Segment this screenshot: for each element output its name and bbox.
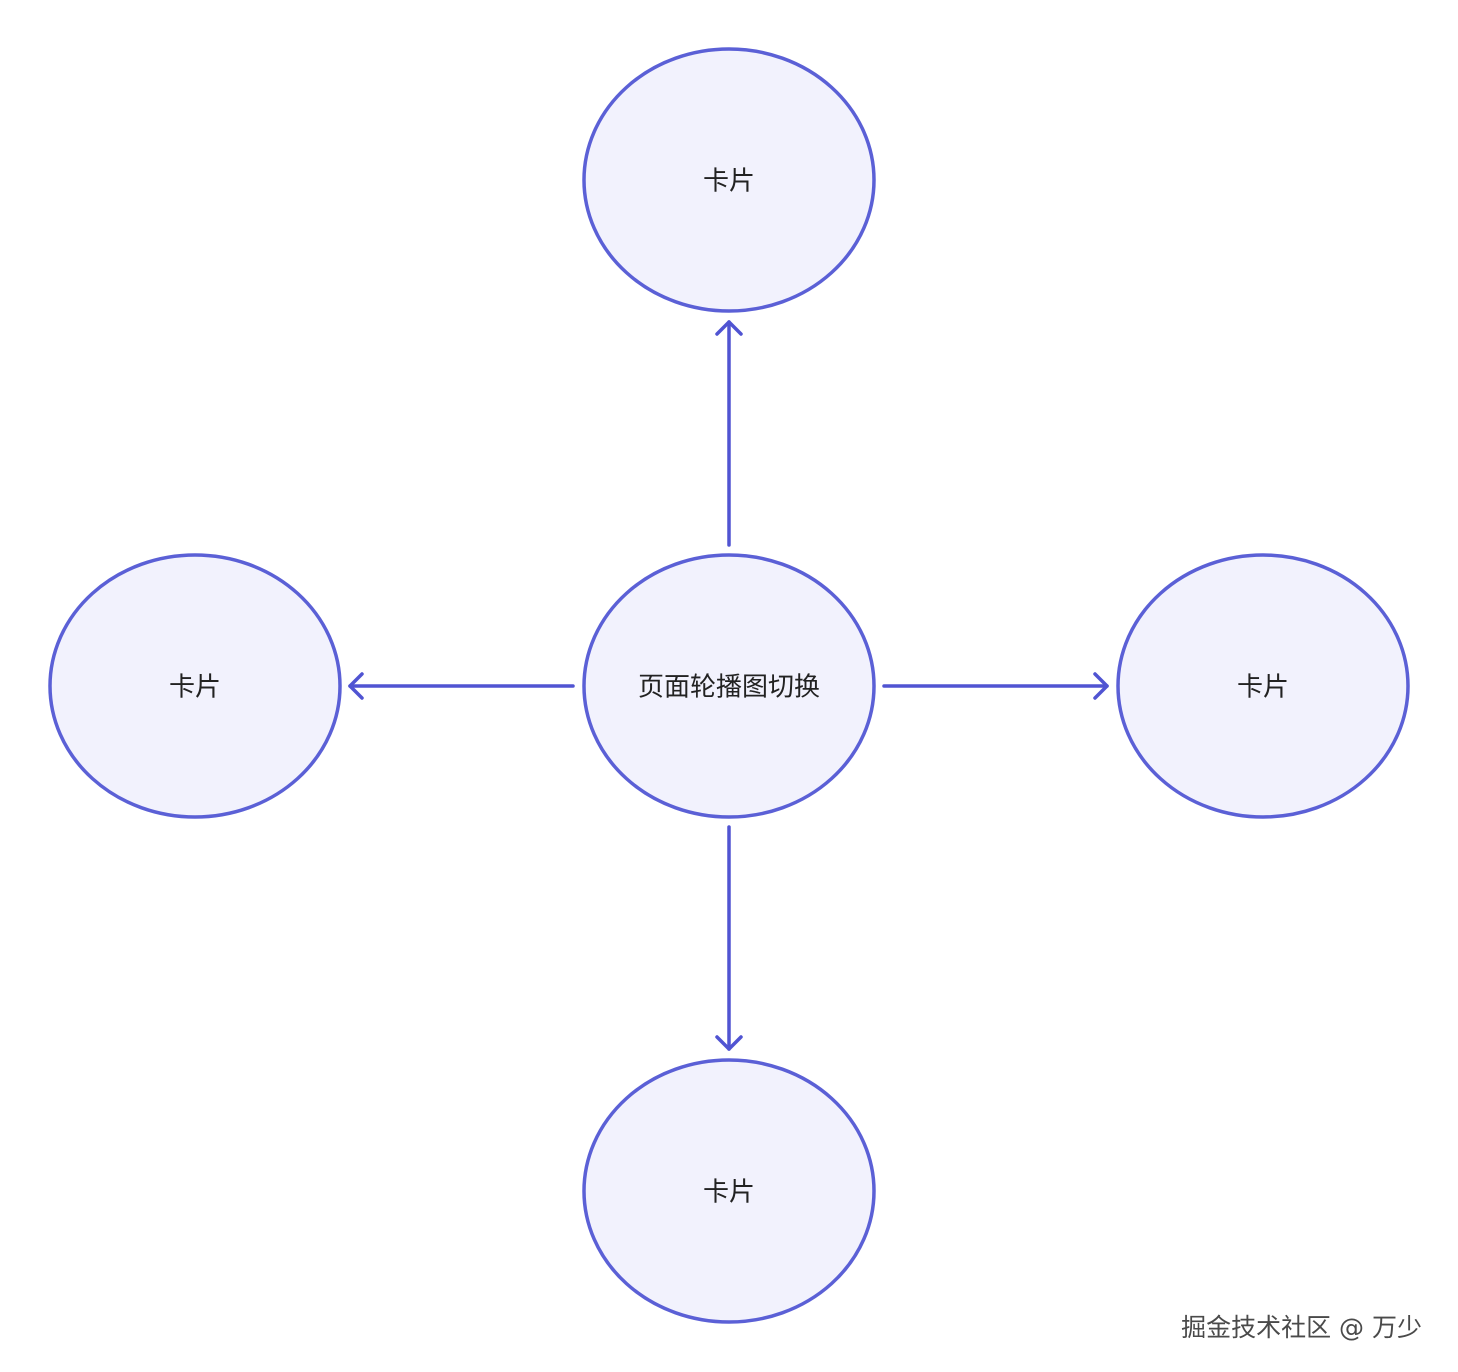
node-left: 卡片 — [48, 553, 342, 819]
edge-center-to-bottom — [715, 825, 743, 1051]
node-right: 卡片 — [1116, 553, 1410, 819]
node-right-label: 卡片 — [1237, 673, 1289, 703]
edge-center-to-left — [348, 672, 575, 700]
node-center: 页面轮播图切换 — [582, 553, 876, 819]
node-left-label: 卡片 — [169, 673, 221, 703]
edge-center-to-right — [882, 672, 1109, 700]
watermark: 掘金技术社区 @ 万少 — [1181, 1313, 1422, 1342]
edge-center-to-top — [715, 320, 743, 547]
node-top-label: 卡片 — [703, 167, 755, 197]
node-bottom: 卡片 — [582, 1058, 876, 1324]
node-bottom-label: 卡片 — [703, 1178, 755, 1208]
node-top: 卡片 — [582, 47, 876, 313]
node-center-label: 页面轮播图切换 — [638, 673, 820, 703]
